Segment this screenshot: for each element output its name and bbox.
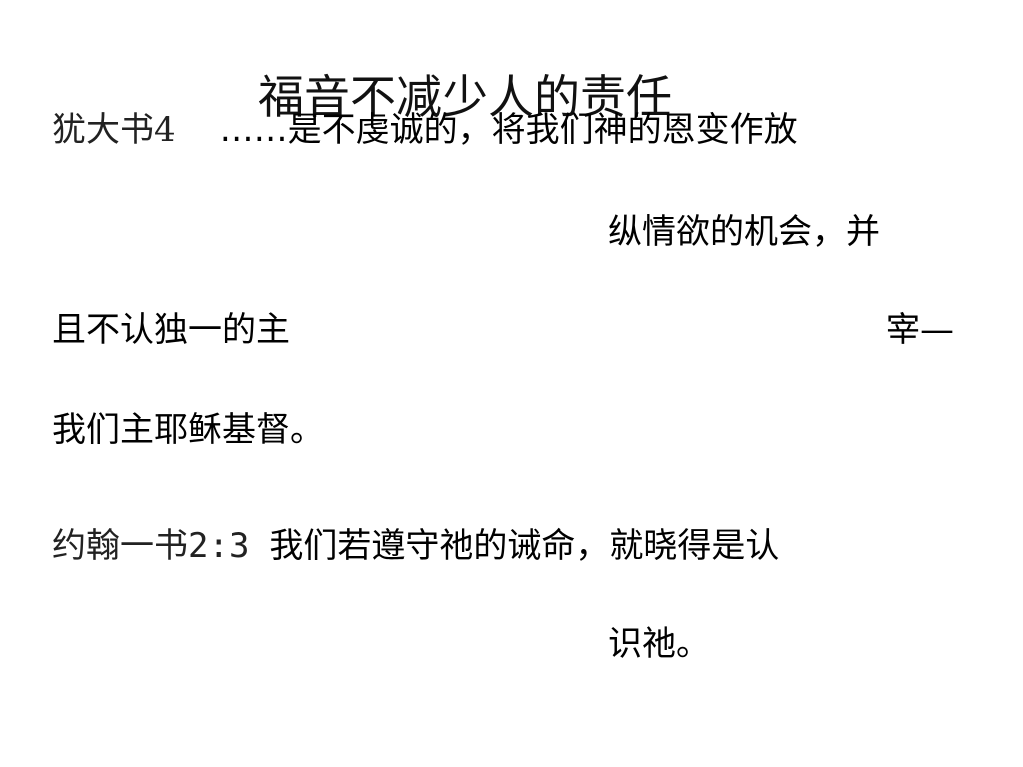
jude-line-2: 纵情欲的机会，并 — [608, 212, 880, 252]
jude-line-4: 我们主耶稣基督。 — [52, 410, 324, 450]
john-text-1: 我们若遵守祂的诫命，就晓得是认 — [269, 526, 780, 566]
jude-reference: 犹大书4 — [52, 110, 176, 150]
john-line-2: 识祂。 — [608, 624, 710, 664]
jude-line-1: 犹大书4 ……是不虔诚的，将我们神的恩变作放 — [52, 106, 798, 154]
john-reference: 约翰一书2:3 — [52, 526, 250, 566]
jude-text-1: ……是不虔诚的，将我们神的恩变作放 — [219, 110, 798, 150]
jude-line-3b: 宰— — [886, 310, 954, 350]
slide-title: 福音不减少人的责任 — [258, 70, 672, 124]
jude-line-3a: 且不认独一的主 — [52, 310, 290, 350]
john-line-1: 约翰一书2:3 我们若遵守祂的诫命，就晓得是认 — [52, 522, 779, 570]
